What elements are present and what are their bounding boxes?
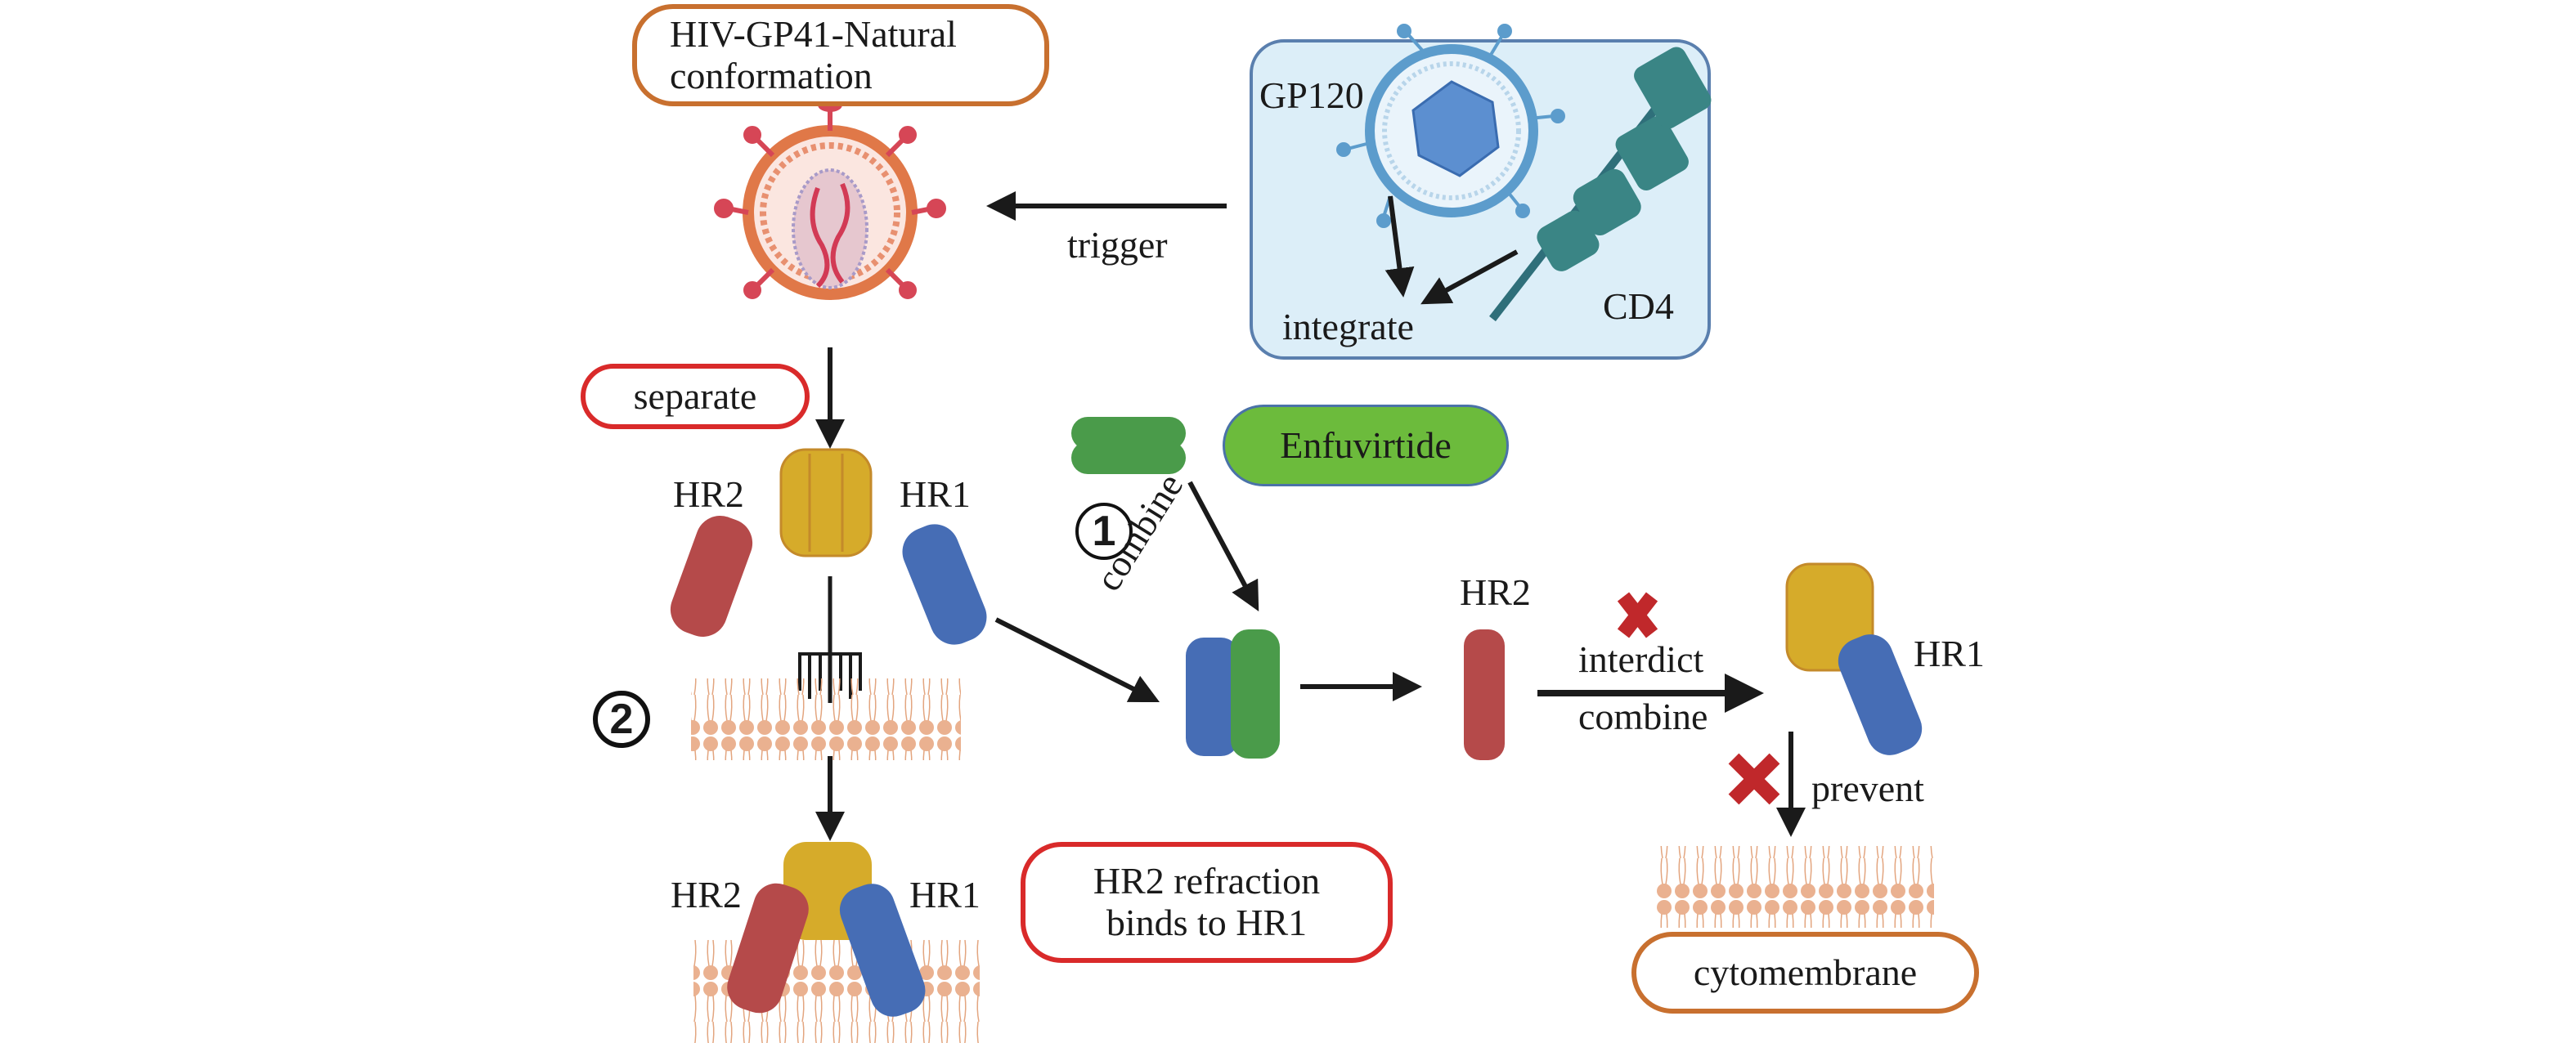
interdict-label: interdict [1578, 638, 1704, 680]
membrane-top-left [691, 678, 961, 760]
hr2-middle-label: HR2 [1460, 571, 1531, 613]
hiv-virus-icon [714, 97, 946, 300]
step-1-badge: 1 [1075, 503, 1133, 560]
hr2-bottom-label: HR2 [671, 874, 742, 915]
cytomembrane-label: cytomembrane [1631, 932, 1979, 1014]
gp120-integrate-arrow [1384, 195, 1415, 298]
hr1-enfuvirtide-complex-icon [1186, 629, 1280, 759]
hiv-natural-conformation-label: HIV-GP41-Natural conformation [632, 4, 1049, 106]
integrate-label: integrate [1282, 306, 1414, 347]
cd4-receptor-icon [1489, 47, 1712, 322]
hr2-helix-icon [670, 516, 753, 637]
hr2-refraction-label: HR2 refraction binds to HR1 [1021, 842, 1393, 963]
hr1-top-label: HR1 [900, 473, 971, 515]
gp120-virus-icon [1336, 24, 1565, 228]
hr1-bottom-label: HR1 [909, 874, 981, 915]
enfuvirtide-label: Enfuvirtide [1223, 405, 1509, 486]
hr2-top-label: HR2 [673, 473, 744, 515]
step-2-badge: 2 [593, 691, 650, 748]
gp41-hr1-complex-icon [1785, 562, 1923, 755]
enfuvirtide-combine-arrow [1187, 481, 1259, 611]
separate-label: separate [581, 364, 810, 429]
hr1-helix-icon [902, 524, 987, 645]
hr1-right-label: HR1 [1914, 633, 1985, 674]
prevent-label: prevent [1811, 768, 1924, 809]
enfuvirtide-peptide-icon [1071, 417, 1186, 474]
membrane-right [1656, 846, 1934, 928]
prevent-cross-icon [1728, 753, 1780, 805]
gp41-core-icon [779, 448, 873, 557]
six-helix-bundle-icon [727, 842, 926, 1017]
hr2-free-helix-icon [1464, 629, 1505, 760]
fusion-peptide-fork [798, 652, 862, 699]
block-cross-icon [1617, 592, 1658, 638]
cd4-integrate-arrow [1420, 249, 1519, 305]
cd4-label: CD4 [1603, 285, 1674, 327]
hr1-binds-arrow [994, 617, 1160, 703]
trigger-label: trigger [1067, 224, 1168, 266]
gp120-label: GP120 [1259, 74, 1364, 116]
combine-middle-label: combine [1578, 696, 1708, 737]
